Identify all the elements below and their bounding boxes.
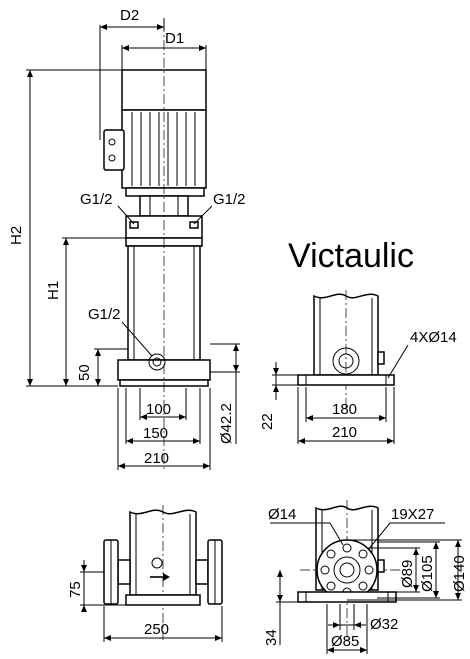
dim-210: 210 — [144, 450, 169, 467]
bolt-hole-icon — [358, 581, 368, 591]
terminal-screw-icon — [108, 138, 116, 146]
drain-plug-icon — [148, 353, 166, 371]
port-icon — [151, 557, 163, 569]
victaulic-base — [297, 374, 395, 386]
label-g-lower: G1/2 — [88, 306, 121, 323]
terminal-screw-icon — [108, 154, 116, 162]
dim-150: 150 — [143, 425, 168, 442]
dim-100: 100 — [146, 401, 171, 418]
flange-front-view: Ø14 19X27 Ø89 Ø105 Ø140 34 — [263, 500, 468, 654]
dim-dia-89: Ø89 — [399, 560, 416, 588]
bolt-hole-icon — [358, 549, 368, 559]
victaulic-view: Victaulic 4XØ14 22 180 — [259, 237, 457, 444]
bolt-hole-icon — [342, 543, 352, 553]
label-dia-14: Ø14 — [268, 506, 296, 523]
flange-side-plug — [377, 559, 385, 573]
terminal-box — [103, 129, 125, 171]
victaulic-port — [332, 347, 360, 375]
label-19x27: 19X27 — [391, 506, 434, 523]
bolt-hole-icon — [364, 565, 374, 575]
dim-22: 22 — [259, 413, 276, 430]
dim-dia-105: Ø105 — [419, 555, 436, 592]
pump-side-view: D2 D1 H2 H1 G1/2 G1/2 G1/2 50 — [8, 7, 246, 470]
bolt-hole-icon — [326, 549, 336, 559]
dim-75: 75 — [67, 581, 84, 598]
flanged-base — [125, 594, 201, 606]
dim-dia-32: Ø32 — [370, 616, 398, 633]
dim-50: 50 — [76, 364, 93, 381]
vent-plug-right — [189, 221, 199, 229]
motor-fins — [131, 112, 196, 186]
dim-d1: D1 — [165, 30, 184, 47]
flange-disc — [316, 539, 378, 601]
label-g-top-left: G1/2 — [80, 191, 113, 208]
dim-180: 180 — [332, 401, 357, 418]
dim-d2: D2 — [120, 7, 139, 24]
victaulic-side-plug — [377, 351, 385, 365]
vent-plug-left — [129, 221, 139, 229]
dim-dia-42-2: Ø42.2 — [218, 403, 235, 444]
label-g-top-right: G1/2 — [213, 191, 246, 208]
dim-dia-140: Ø140 — [451, 555, 468, 592]
flange-base — [297, 591, 397, 603]
flanged-sleeve — [129, 509, 197, 596]
dim-250: 250 — [144, 621, 169, 638]
flange-bore — [333, 556, 361, 584]
dim-dia-85: Ø85 — [331, 633, 359, 650]
pipe-left — [117, 559, 131, 585]
pipe-right — [195, 559, 209, 585]
dim-h2: H2 — [8, 226, 25, 245]
motor-flange — [125, 187, 205, 197]
bolt-hole-icon — [320, 565, 330, 575]
dim-h1: H1 — [45, 281, 62, 300]
flanged-side-view: 75 250 — [67, 505, 223, 642]
bolt-hole-icon — [326, 581, 336, 591]
label-4x-dia-14: 4XØ14 — [410, 329, 457, 346]
dim-34: 34 — [263, 629, 280, 646]
victaulic-title: Victaulic — [288, 237, 414, 275]
dim-victaulic-210: 210 — [332, 424, 357, 441]
